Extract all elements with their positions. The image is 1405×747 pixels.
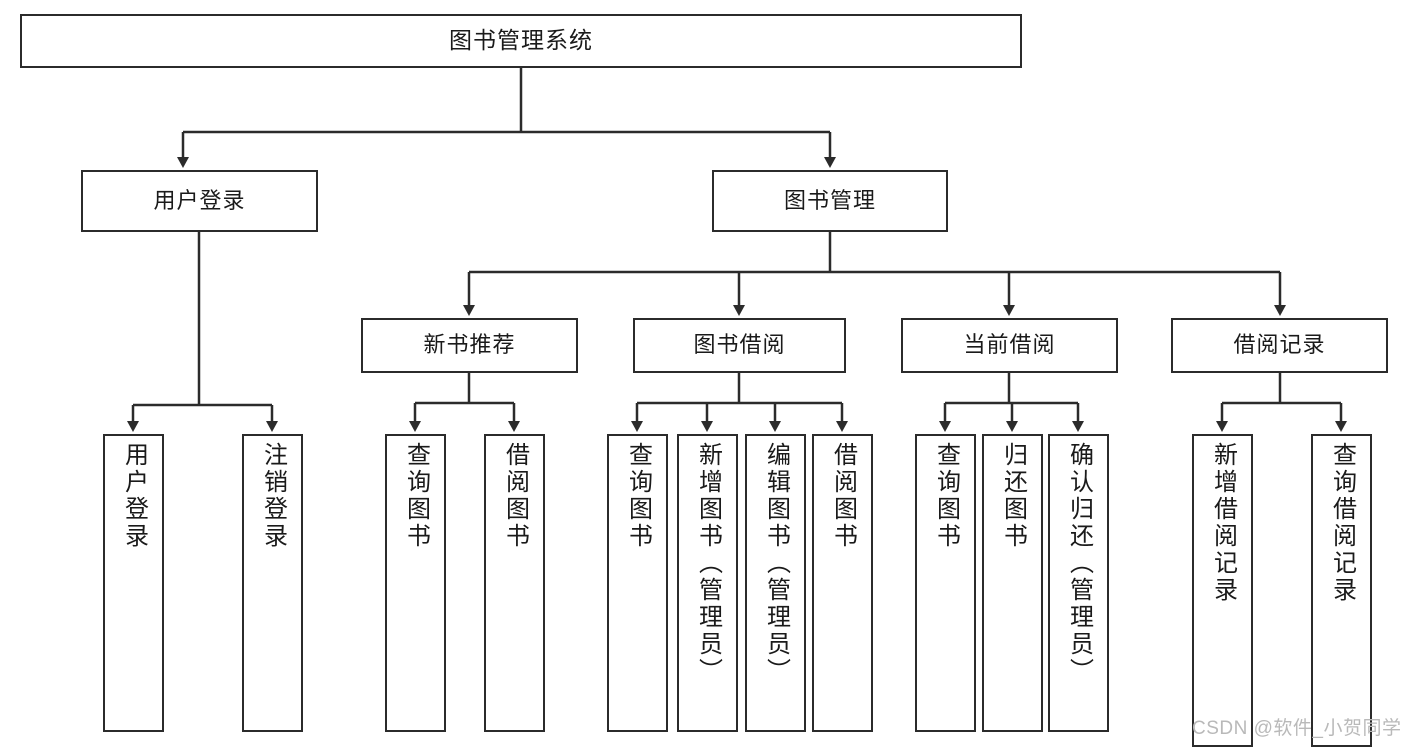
node-label: 编辑图书（管理员） [762,442,790,685]
leaf-new-book-query-books[interactable]: 查询图书 [385,434,446,732]
leaf-borrow-edit-book-admin[interactable]: 编辑图书（管理员） [745,434,806,732]
node-label: 当前借阅 [963,332,1056,358]
node-label: 新增借阅记录 [1209,442,1237,604]
leaf-current-confirm-return-admin[interactable]: 确认归还（管理员） [1048,434,1109,732]
leaf-borrow-add-book-admin[interactable]: 新增图书（管理员） [677,434,738,732]
node-user-login[interactable]: 用户登录 [81,170,318,232]
node-label: 借阅图书 [501,442,529,550]
node-label: 新书推荐 [423,332,516,358]
node-current-borrowing[interactable]: 当前借阅 [901,318,1118,373]
node-label: 归还图书 [999,442,1027,550]
leaf-borrow-borrow-books[interactable]: 借阅图书 [812,434,873,732]
node-label: 图书借阅 [693,332,786,358]
leaf-new-book-borrow-books[interactable]: 借阅图书 [484,434,545,732]
node-label: 用户登录 [153,187,246,213]
node-root-system[interactable]: 图书管理系统 [20,14,1022,68]
node-label: 查询图书 [624,442,652,550]
node-label: 新增图书（管理员） [694,442,722,685]
node-label: 借阅记录 [1233,332,1326,358]
node-label: 注销登录 [259,442,287,550]
leaf-borrow-query-books[interactable]: 查询图书 [607,434,668,732]
node-label: 用户登录 [120,442,148,550]
node-label: 借阅图书 [829,442,857,550]
node-label: 查询图书 [402,442,430,550]
node-label: 确认归还（管理员） [1065,442,1093,685]
node-label: 图书管理 [783,187,876,213]
node-label: 图书管理系统 [449,27,593,54]
node-borrow-records[interactable]: 借阅记录 [1171,318,1388,373]
leaf-record-add-record[interactable]: 新增借阅记录 [1192,434,1253,747]
node-label: 查询借阅记录 [1328,442,1356,604]
leaf-user-login-login[interactable]: 用户登录 [103,434,164,732]
leaf-current-return-books[interactable]: 归还图书 [982,434,1043,732]
leaf-current-query-books[interactable]: 查询图书 [915,434,976,732]
node-new-book-recommendation[interactable]: 新书推荐 [361,318,578,373]
leaf-record-query-record[interactable]: 查询借阅记录 [1311,434,1372,747]
node-book-borrowing[interactable]: 图书借阅 [633,318,846,373]
leaf-user-login-logout[interactable]: 注销登录 [242,434,303,732]
node-book-management[interactable]: 图书管理 [712,170,948,232]
node-label: 查询图书 [932,442,960,550]
